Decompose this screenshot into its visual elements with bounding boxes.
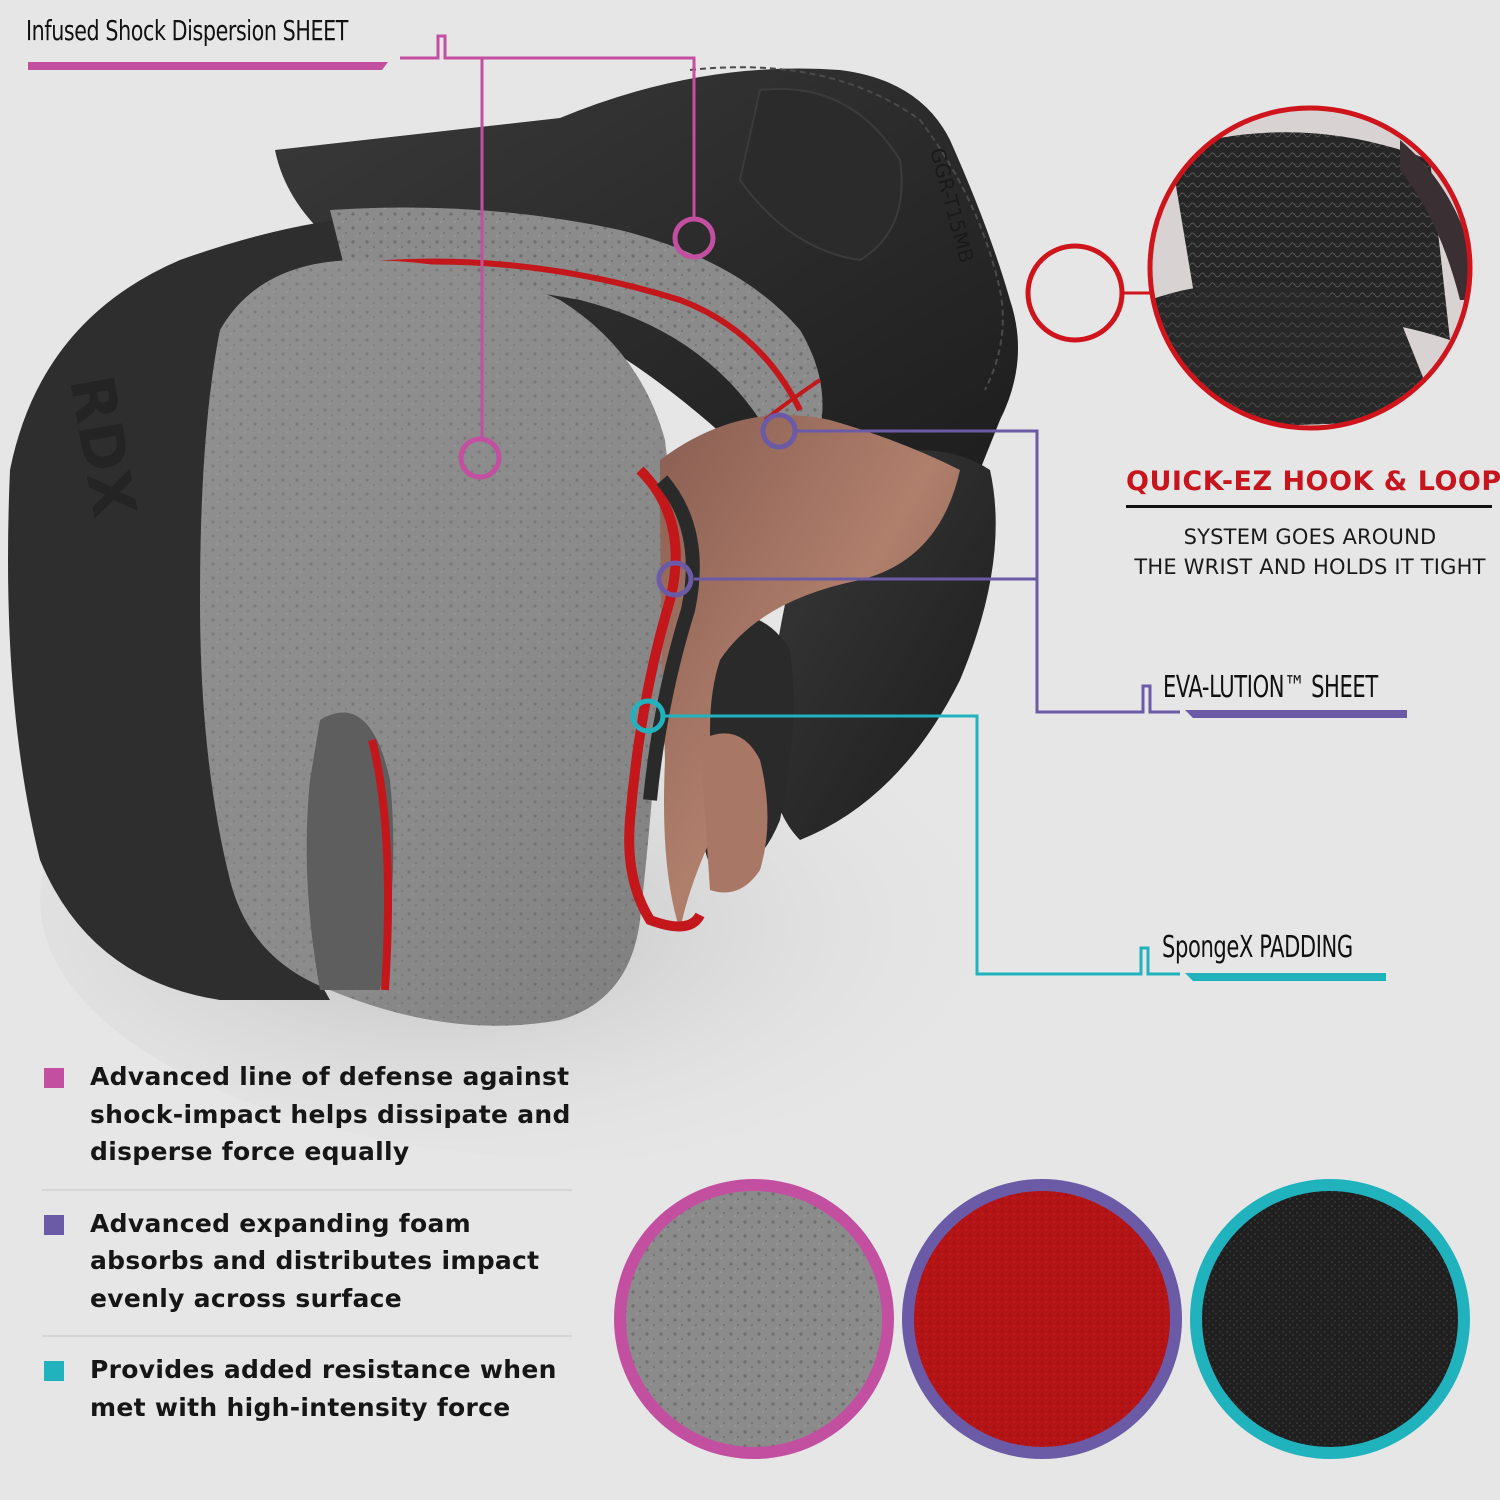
shock-sheet-callout-lines bbox=[28, 34, 716, 480]
hook-loop-title: QUICK-EZ HOOK & LOOP bbox=[1126, 466, 1500, 497]
cyan-square-icon bbox=[44, 1361, 64, 1381]
feature-text: Provides added resistance when met with … bbox=[90, 1355, 557, 1422]
hook-loop-desc-line1: SYSTEM GOES AROUND bbox=[1183, 525, 1437, 549]
spongex-label: SpongeX PADDING bbox=[1162, 930, 1353, 965]
hook-loop-description: SYSTEM GOES AROUND THE WRIST AND HOLDS I… bbox=[1110, 522, 1500, 582]
knuckle-foam-band bbox=[330, 207, 823, 430]
hook-loop-desc-line2: THE WRIST AND HOLDS IT TIGHT bbox=[1134, 555, 1486, 579]
swatch-eva-foam bbox=[902, 1179, 1182, 1459]
shock-sheet-label: Infused Shock Dispersion SHEET bbox=[26, 14, 349, 47]
hook-loop-divider bbox=[1126, 505, 1492, 508]
feature-text: Advanced line of defense against shock-i… bbox=[90, 1062, 571, 1166]
swatch-spongex-foam bbox=[1190, 1179, 1470, 1459]
hand-interior bbox=[660, 415, 960, 930]
eva-sheet-label: EVA-LUTION™ SHEET bbox=[1163, 670, 1378, 705]
purple-square-icon bbox=[44, 1214, 64, 1235]
outer-shell: RDX bbox=[8, 214, 580, 1000]
main-foam-block bbox=[200, 260, 672, 1026]
eva-sheet-callout-lines bbox=[656, 412, 1407, 718]
feature-list: Advanced line of defense against shock-i… bbox=[42, 1058, 572, 1426]
feature-divider bbox=[42, 1335, 572, 1337]
feature-item-spongex: Provides added resistance when met with … bbox=[42, 1351, 572, 1426]
hook-loop-detail-zoom bbox=[1147, 105, 1473, 431]
feature-item-shock-sheet: Advanced line of defense against shock-i… bbox=[42, 1058, 572, 1171]
spongex-callout-lines bbox=[630, 698, 1386, 981]
feature-item-eva-sheet: Advanced expanding foam absorbs and dist… bbox=[42, 1205, 572, 1318]
magenta-square-icon bbox=[44, 1068, 64, 1088]
feature-text: Advanced expanding foam absorbs and dist… bbox=[90, 1208, 540, 1313]
hook-loop-callout bbox=[1025, 243, 1150, 343]
feature-divider bbox=[42, 1188, 572, 1191]
swatch-shock-sheet-foam bbox=[614, 1179, 894, 1459]
